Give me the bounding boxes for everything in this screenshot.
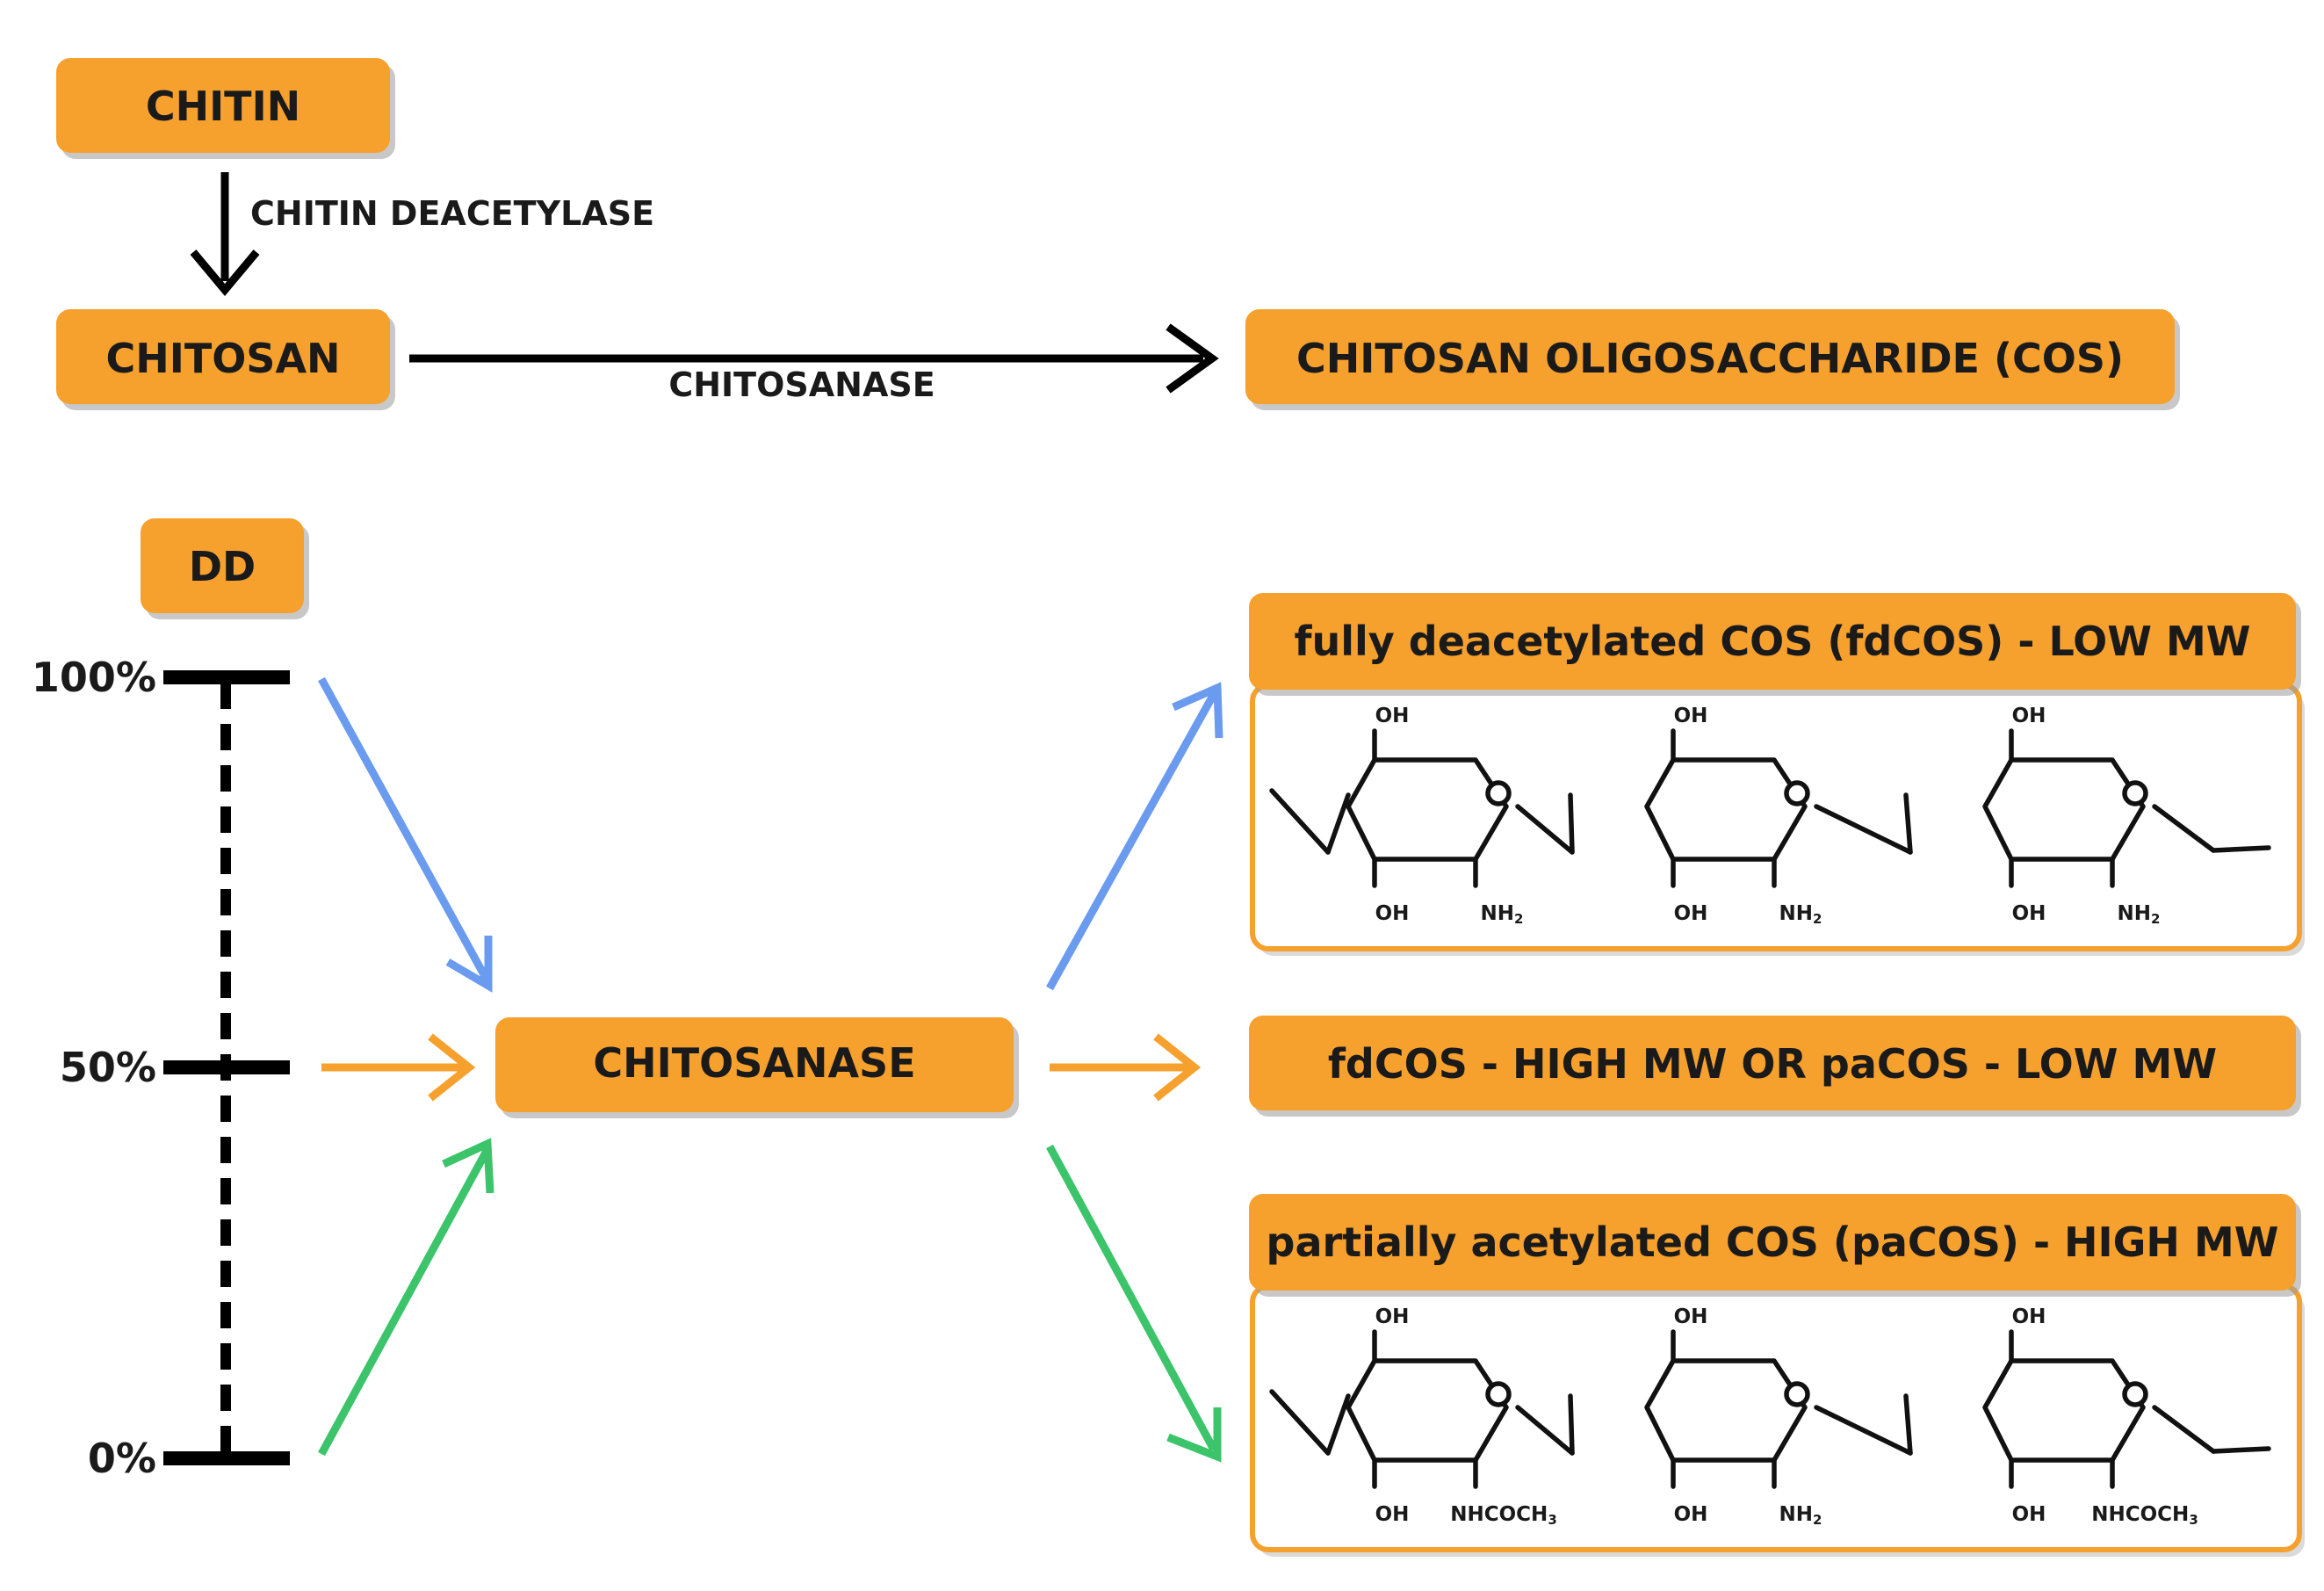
oh-label: OH — [2012, 705, 2046, 727]
nhcoch3-label: NHCOCH3 — [2091, 1503, 2198, 1528]
dd-100-label: 100% — [32, 654, 156, 701]
mid-outcome-label: fdCOS - HIGH MW OR paCOS - LOW MW — [1328, 1040, 2217, 1088]
dd-label: DD — [189, 543, 256, 590]
oh-label: OH — [2012, 1305, 2046, 1328]
dd-0-label: 0% — [88, 1435, 156, 1482]
green-arrow-in — [318, 1138, 494, 1457]
chitosanase-box: CHITOSANASE — [495, 1017, 1019, 1118]
oh-label: OH — [2012, 902, 2046, 925]
orange-arrow-in — [321, 1033, 476, 1102]
pacos-structure: OH OH OH OH OH OH NHCOCH3 NH2 NHCOCH3 — [1269, 1305, 2271, 1528]
chitosan-box: CHITOSAN — [56, 309, 395, 410]
dd-50-label: 50% — [60, 1044, 156, 1091]
orange-arrow-out — [1050, 1033, 1202, 1102]
nh2-label: NH2 — [2118, 902, 2161, 927]
blue-arrow-out — [1046, 682, 1223, 991]
chitin-label: CHITIN — [146, 83, 300, 130]
fdcos-low-panel: fully deacetylated COS (fdCOS) - LOW MW … — [1249, 593, 2305, 956]
chitosanase-top-arrow — [409, 323, 1219, 394]
oh-label: OH — [1375, 1503, 1410, 1526]
nh2-label: NH2 — [1779, 1503, 1822, 1528]
pacos-high-label: partially acetylated COS (paCOS) - HIGH … — [1267, 1219, 2279, 1266]
cos-box: CHITOSAN OLIGOSACCHARIDE (COS) — [1245, 309, 2180, 410]
mid-outcome-box: fdCOS - HIGH MW OR paCOS - LOW MW — [1249, 1016, 2301, 1117]
fdcos-structure: OH OH OH OH OH OH NH2 NH2 NH2 — [1269, 705, 2271, 927]
pacos-high-panel: partially acetylated COS (paCOS) - HIGH … — [1249, 1194, 2305, 1557]
deacetylase-label: CHITIN DEACETYLASE — [250, 194, 654, 233]
dd-scale — [163, 670, 290, 1465]
cos-label: CHITOSAN OLIGOSACCHARIDE (COS) — [1296, 335, 2124, 382]
nhcoch3-label: NHCOCH3 — [1450, 1503, 1557, 1528]
oh-label: OH — [1674, 1305, 1708, 1328]
green-arrow-out — [1046, 1144, 1222, 1463]
oh-label: OH — [1674, 705, 1708, 727]
chitosanase-label: CHITOSANASE — [593, 1039, 915, 1087]
oh-label: OH — [1674, 1503, 1708, 1526]
oh-label: OH — [1674, 902, 1708, 925]
oh-label: OH — [1375, 902, 1410, 925]
fdcos-low-label: fully deacetylated COS (fdCOS) - LOW MW — [1295, 618, 2251, 665]
oh-label: OH — [2012, 1503, 2046, 1526]
blue-arrow-in — [318, 676, 493, 993]
deacetylase-arrow — [190, 172, 260, 297]
oh-label: OH — [1375, 705, 1410, 727]
dd-box: DD — [141, 518, 309, 619]
chitosan-label: CHITOSAN — [105, 335, 340, 382]
oh-label: OH — [1375, 1305, 1410, 1328]
chitin-box: CHITIN — [56, 58, 395, 159]
chitosanase-arrow-label: CHITOSANASE — [668, 365, 935, 404]
nh2-label: NH2 — [1779, 902, 1822, 927]
nh2-label: NH2 — [1481, 902, 1524, 927]
